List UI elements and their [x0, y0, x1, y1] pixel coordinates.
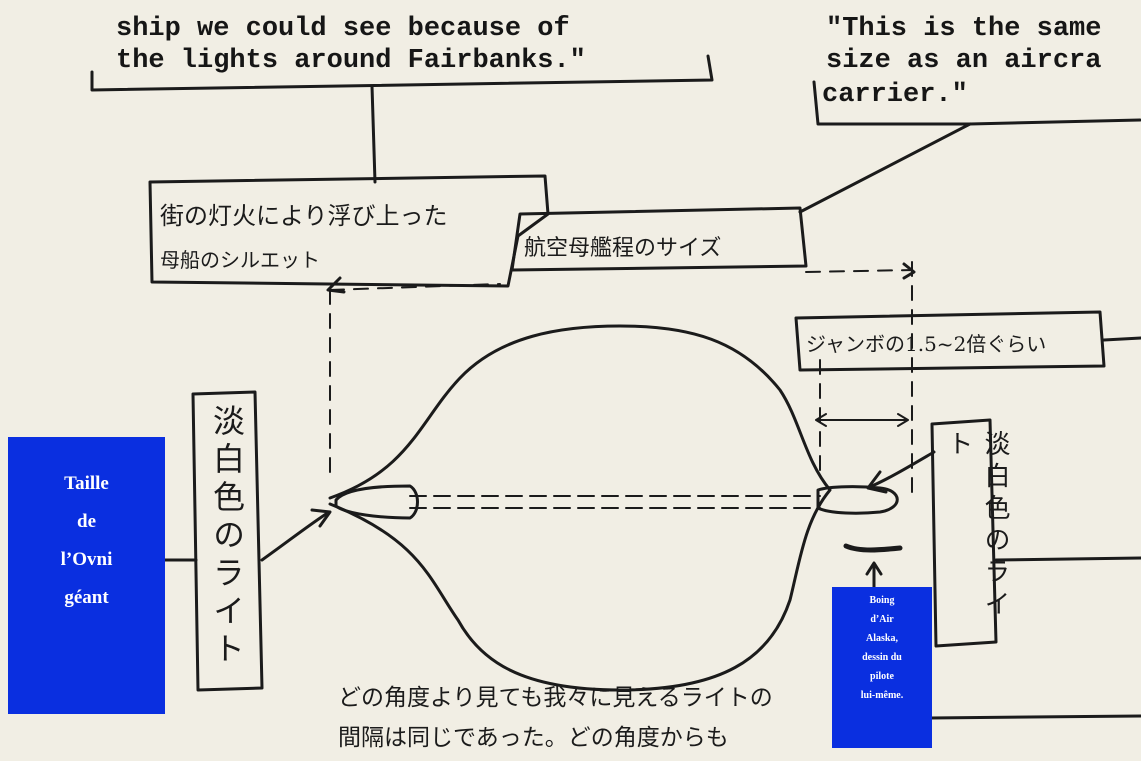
- ufo-size-line: Taille: [64, 473, 109, 494]
- left-note-connector: [370, 84, 377, 184]
- right-typed-line-1: "This is the same: [826, 14, 1102, 44]
- bottom-note-line-1: どの角度より見ても我々に見えるライトの: [338, 685, 773, 711]
- center-dash-line: [409, 495, 821, 509]
- carrier-note-box: [510, 206, 808, 272]
- ratio-note: ジャンボの1.5~2倍ぐらい: [806, 332, 1047, 356]
- ufo-hull: [328, 324, 832, 692]
- right-light-note: 淡白色のライト: [943, 430, 1010, 622]
- boeing-line: d’Air: [870, 614, 894, 625]
- ratio-note-box: [794, 310, 1106, 372]
- left-light-box: [191, 390, 264, 692]
- width-dash-guide: [329, 283, 501, 481]
- left-typed-line-1: ship we could see because of: [116, 14, 570, 44]
- jumbo-dimension-arrow: [815, 413, 909, 427]
- right-light-arrow: [870, 450, 936, 488]
- ufo-size-line: de: [77, 511, 96, 532]
- ufo-size-line: l’Ovni: [60, 549, 113, 570]
- left-light-capsule: [334, 484, 419, 520]
- left-note-box: [90, 54, 714, 92]
- right-note-box: [812, 80, 1141, 126]
- boeing-overlay: Boing d’Air Alaska, dessin du pilote lui…: [832, 587, 932, 748]
- right-note-connector: [798, 122, 972, 214]
- boeing-line: dessin du: [862, 652, 902, 663]
- silhouette-note-line-1: 街の灯火により浮び上った: [160, 202, 448, 230]
- right-light-box: [930, 418, 998, 648]
- boeing-line: pilote: [870, 671, 894, 682]
- left-light-note: 淡白色のライト: [208, 404, 246, 670]
- boeing-line: Boing: [869, 595, 895, 606]
- right-light-capsule: [816, 485, 899, 515]
- left-light-arrow: [260, 512, 328, 562]
- carrier-size-note: 航空母艦程のサイズ: [524, 236, 722, 261]
- boeing-aircraft-mark: [843, 543, 903, 553]
- boeing-line: Alaska,: [866, 633, 898, 644]
- ufo-size-overlay: Taille de l’Ovni géant: [8, 437, 165, 714]
- bottom-note-line-2: 間隔は同じであった。どの角度からも: [338, 725, 729, 751]
- left-typed-line-2: the lights around Fairbanks.": [116, 46, 586, 76]
- right-typed-line-2: size as an aircra: [826, 46, 1102, 76]
- ufo-size-line: géant: [64, 587, 109, 608]
- boeing-line: lui-même.: [860, 690, 904, 701]
- silhouette-note-line-2: 母船のシルエット: [160, 248, 320, 272]
- right-typed-line-3: carrier.": [822, 80, 968, 110]
